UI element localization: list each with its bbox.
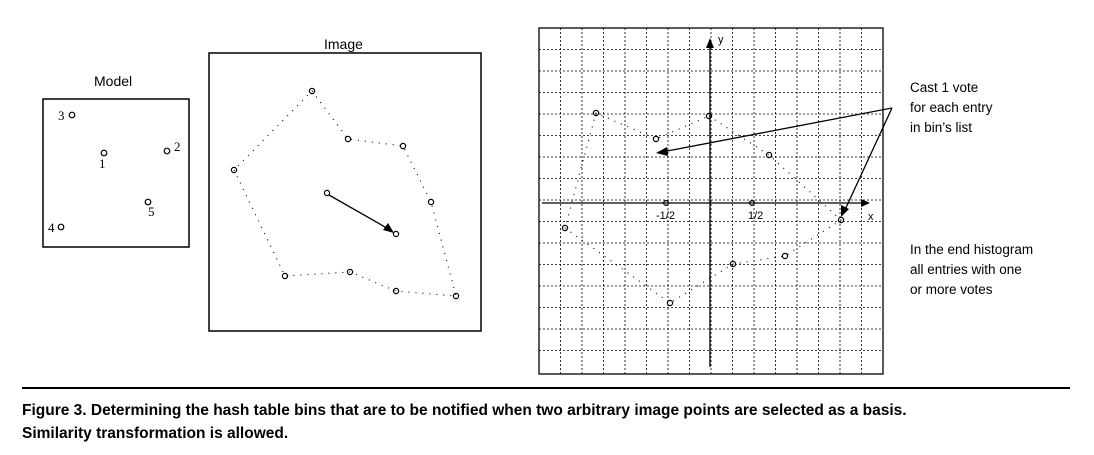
image-point xyxy=(323,189,331,197)
hashed-point xyxy=(765,151,773,159)
image-point xyxy=(344,135,352,143)
vote-note: Cast 1 vote for each entry in bin’s list xyxy=(910,78,993,138)
y-axis-arrowhead xyxy=(706,38,714,48)
y-axis-label: y xyxy=(718,34,724,46)
caption-line-1: Figure 3. Determining the hash table bin… xyxy=(22,402,907,419)
tick-label-pos-half: 1/2 xyxy=(748,210,763,222)
model-label-4: 4 xyxy=(48,220,55,235)
model-panel: 1 2 3 4 5 xyxy=(42,98,190,248)
hashed-point xyxy=(729,260,737,268)
caption-line-2: Similarity transformation is allowed. xyxy=(22,425,289,442)
hashed-point xyxy=(705,112,713,120)
hash-grid-panel: y x -1/2 1/2 xyxy=(538,27,884,375)
basis-arrow xyxy=(328,194,393,232)
figure-caption: Figure 3. Determining the hash table bin… xyxy=(22,399,1082,445)
image-point xyxy=(452,292,460,300)
x-axis-label: x xyxy=(868,211,874,223)
histogram-note-line: In the end histogram xyxy=(910,242,1034,257)
vote-arrow-left-head xyxy=(656,147,668,156)
vote-note-line: Cast 1 vote xyxy=(910,80,979,95)
image-point xyxy=(392,230,400,238)
model-point xyxy=(68,111,76,119)
histogram-note: In the end histogram all entries with on… xyxy=(910,240,1033,300)
vote-note-line: in bin’s list xyxy=(910,120,973,135)
image-title: Image xyxy=(324,36,363,52)
image-panel xyxy=(208,52,482,332)
histogram-note-line: all entries with one xyxy=(910,262,1022,277)
histogram-note-line: or more votes xyxy=(910,282,993,297)
tick-label-neg-half: -1/2 xyxy=(656,210,675,222)
image-point xyxy=(230,166,238,174)
image-point xyxy=(392,287,400,295)
image-point xyxy=(399,142,407,150)
tick-mark-pos-half xyxy=(749,200,756,207)
model-title: Model xyxy=(94,73,133,89)
hashed-point xyxy=(666,299,674,307)
basis-arrowhead xyxy=(383,223,394,233)
grid-lines xyxy=(539,28,883,374)
model-label-2: 2 xyxy=(174,139,181,154)
hashed-point xyxy=(561,224,569,232)
hashed-point xyxy=(781,252,789,260)
model-point xyxy=(57,223,65,231)
model-point xyxy=(100,149,108,157)
vote-arrow-right xyxy=(843,107,893,213)
hashed-point xyxy=(652,135,660,143)
vote-arrow-left xyxy=(661,107,893,153)
model-label-3: 3 xyxy=(58,108,65,123)
model-point xyxy=(163,147,171,155)
image-point xyxy=(427,198,435,206)
vote-arrow-right-head xyxy=(841,205,849,217)
x-axis-arrowhead xyxy=(861,199,870,207)
model-point xyxy=(144,198,152,206)
caption-rule xyxy=(22,387,1070,389)
model-label-5: 5 xyxy=(148,204,155,219)
model-label-1: 1 xyxy=(99,156,106,171)
image-point xyxy=(281,272,289,280)
tick-mark-neg-half xyxy=(663,200,670,207)
hashed-point xyxy=(592,109,600,117)
image-point xyxy=(346,268,354,276)
image-point xyxy=(308,87,316,95)
hashed-point xyxy=(837,216,845,224)
vote-note-line: for each entry xyxy=(910,100,993,115)
